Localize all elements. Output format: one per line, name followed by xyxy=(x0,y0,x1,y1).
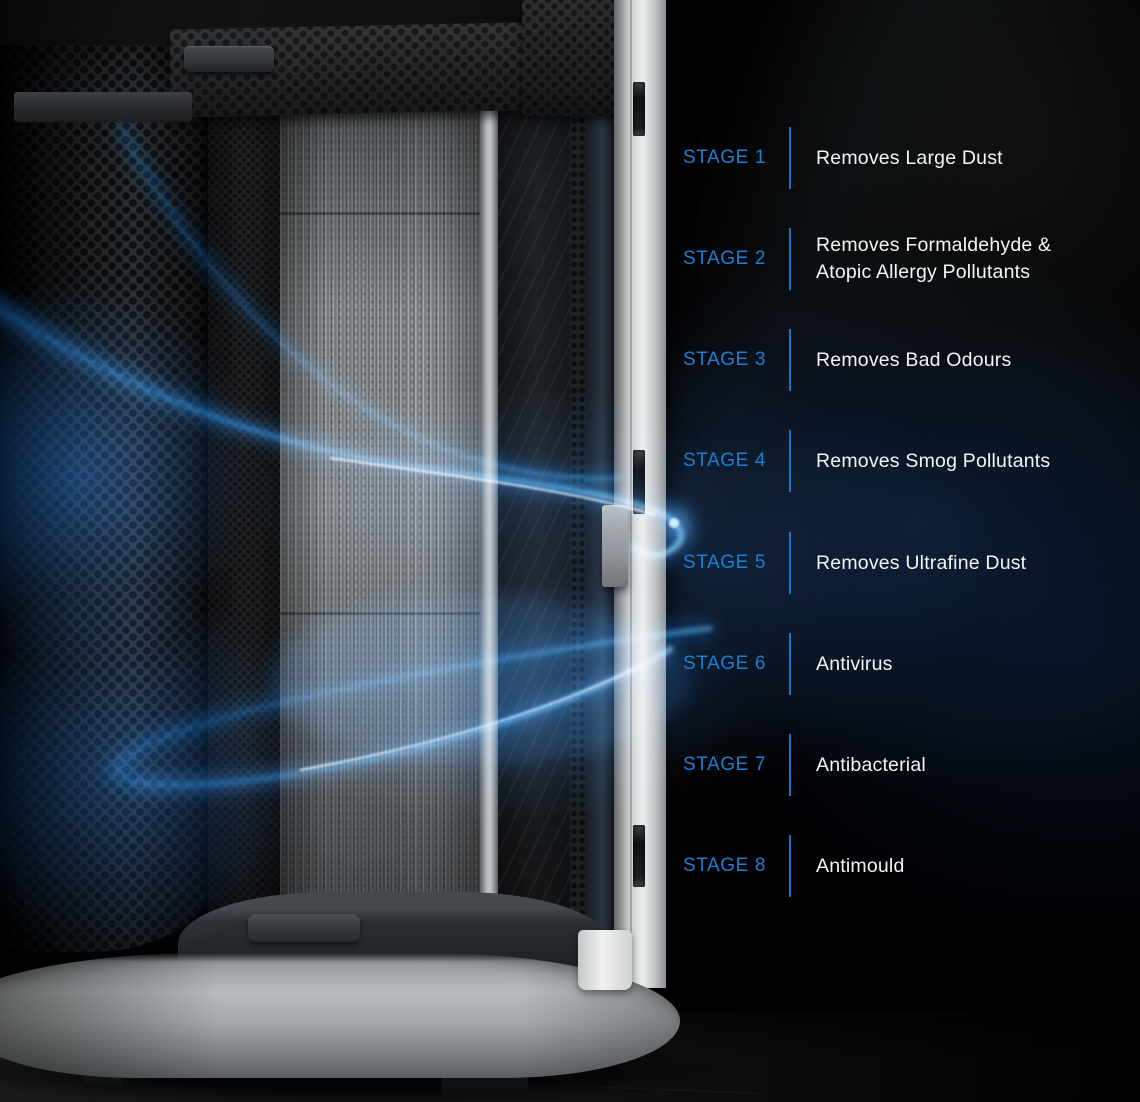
stage-description-line: Removes Smog Pollutants xyxy=(816,449,1051,472)
stage-divider xyxy=(789,228,791,290)
stage-description: Antibacterial xyxy=(816,752,926,779)
stage-description: Antivirus xyxy=(816,651,893,678)
top-housing-block xyxy=(522,0,618,116)
stage-divider xyxy=(789,127,791,189)
stage-description-line: Removes Ultrafine Dust xyxy=(816,551,1027,574)
stage-row-8: STAGE 8 Antimould xyxy=(660,835,1138,897)
stage-divider xyxy=(789,633,791,695)
stage-description: Antimould xyxy=(816,853,905,880)
stage-description-line: Antimould xyxy=(816,854,905,877)
purifier-base xyxy=(0,952,680,1078)
stage-row-4: STAGE 4 Removes Smog Pollutants xyxy=(660,430,1138,492)
stage-description-line: Removes Large Dust xyxy=(816,146,1003,169)
stage-description: Removes Ultrafine Dust xyxy=(816,550,1026,577)
stage-description: Removes Bad Odours xyxy=(816,347,1011,374)
stage-divider xyxy=(789,430,791,492)
stage-divider xyxy=(789,835,791,897)
stage-description: Removes Large Dust xyxy=(816,145,1003,172)
stage-divider xyxy=(789,532,791,594)
stage-row-5: STAGE 5 Removes Ultrafine Dust xyxy=(660,532,1138,594)
stage-row-3: STAGE 3 Removes Bad Odours xyxy=(660,329,1138,391)
stage-divider xyxy=(789,329,791,391)
stage-description: Removes Smog Pollutants xyxy=(816,448,1050,475)
stage-description-line: Antibacterial xyxy=(816,753,926,776)
filter-handle xyxy=(184,46,274,72)
stage-label: STAGE 4 xyxy=(682,450,766,471)
stage-row-7: STAGE 7 Antibacterial xyxy=(660,734,1138,796)
stage-label: STAGE 5 xyxy=(682,552,766,573)
stage-divider xyxy=(789,734,791,796)
door-slot xyxy=(633,82,645,136)
stage-row-2: STAGE 2 Removes Formaldehyde & Atopic All… xyxy=(660,228,1138,290)
stage-description-line: Removes Bad Odours xyxy=(816,348,1012,371)
stage-label: STAGE 6 xyxy=(682,653,766,674)
stage-label: STAGE 1 xyxy=(682,147,766,168)
stage-label: STAGE 2 xyxy=(682,248,766,269)
stage-description-line: Antivirus xyxy=(816,652,893,675)
stage-label: STAGE 3 xyxy=(682,349,766,370)
stage-description: Removes Formaldehyde & Atopic Allergy Pol… xyxy=(816,232,1051,286)
stage-row-1: STAGE 1 Removes Large Dust xyxy=(660,127,1138,189)
stage-description-line: Removes Formaldehyde & xyxy=(816,234,1052,256)
stage-label: STAGE 8 xyxy=(682,855,766,876)
door-bottom-bracket xyxy=(578,930,632,990)
stage-row-6: STAGE 6 Antivirus xyxy=(660,633,1138,695)
top-step-edge xyxy=(14,92,192,122)
base-ring-handle xyxy=(248,914,360,942)
stage-label: STAGE 7 xyxy=(682,754,766,775)
stage-description-line: Atopic Allergy Pollutants xyxy=(816,261,1031,283)
door-slot xyxy=(633,825,645,887)
